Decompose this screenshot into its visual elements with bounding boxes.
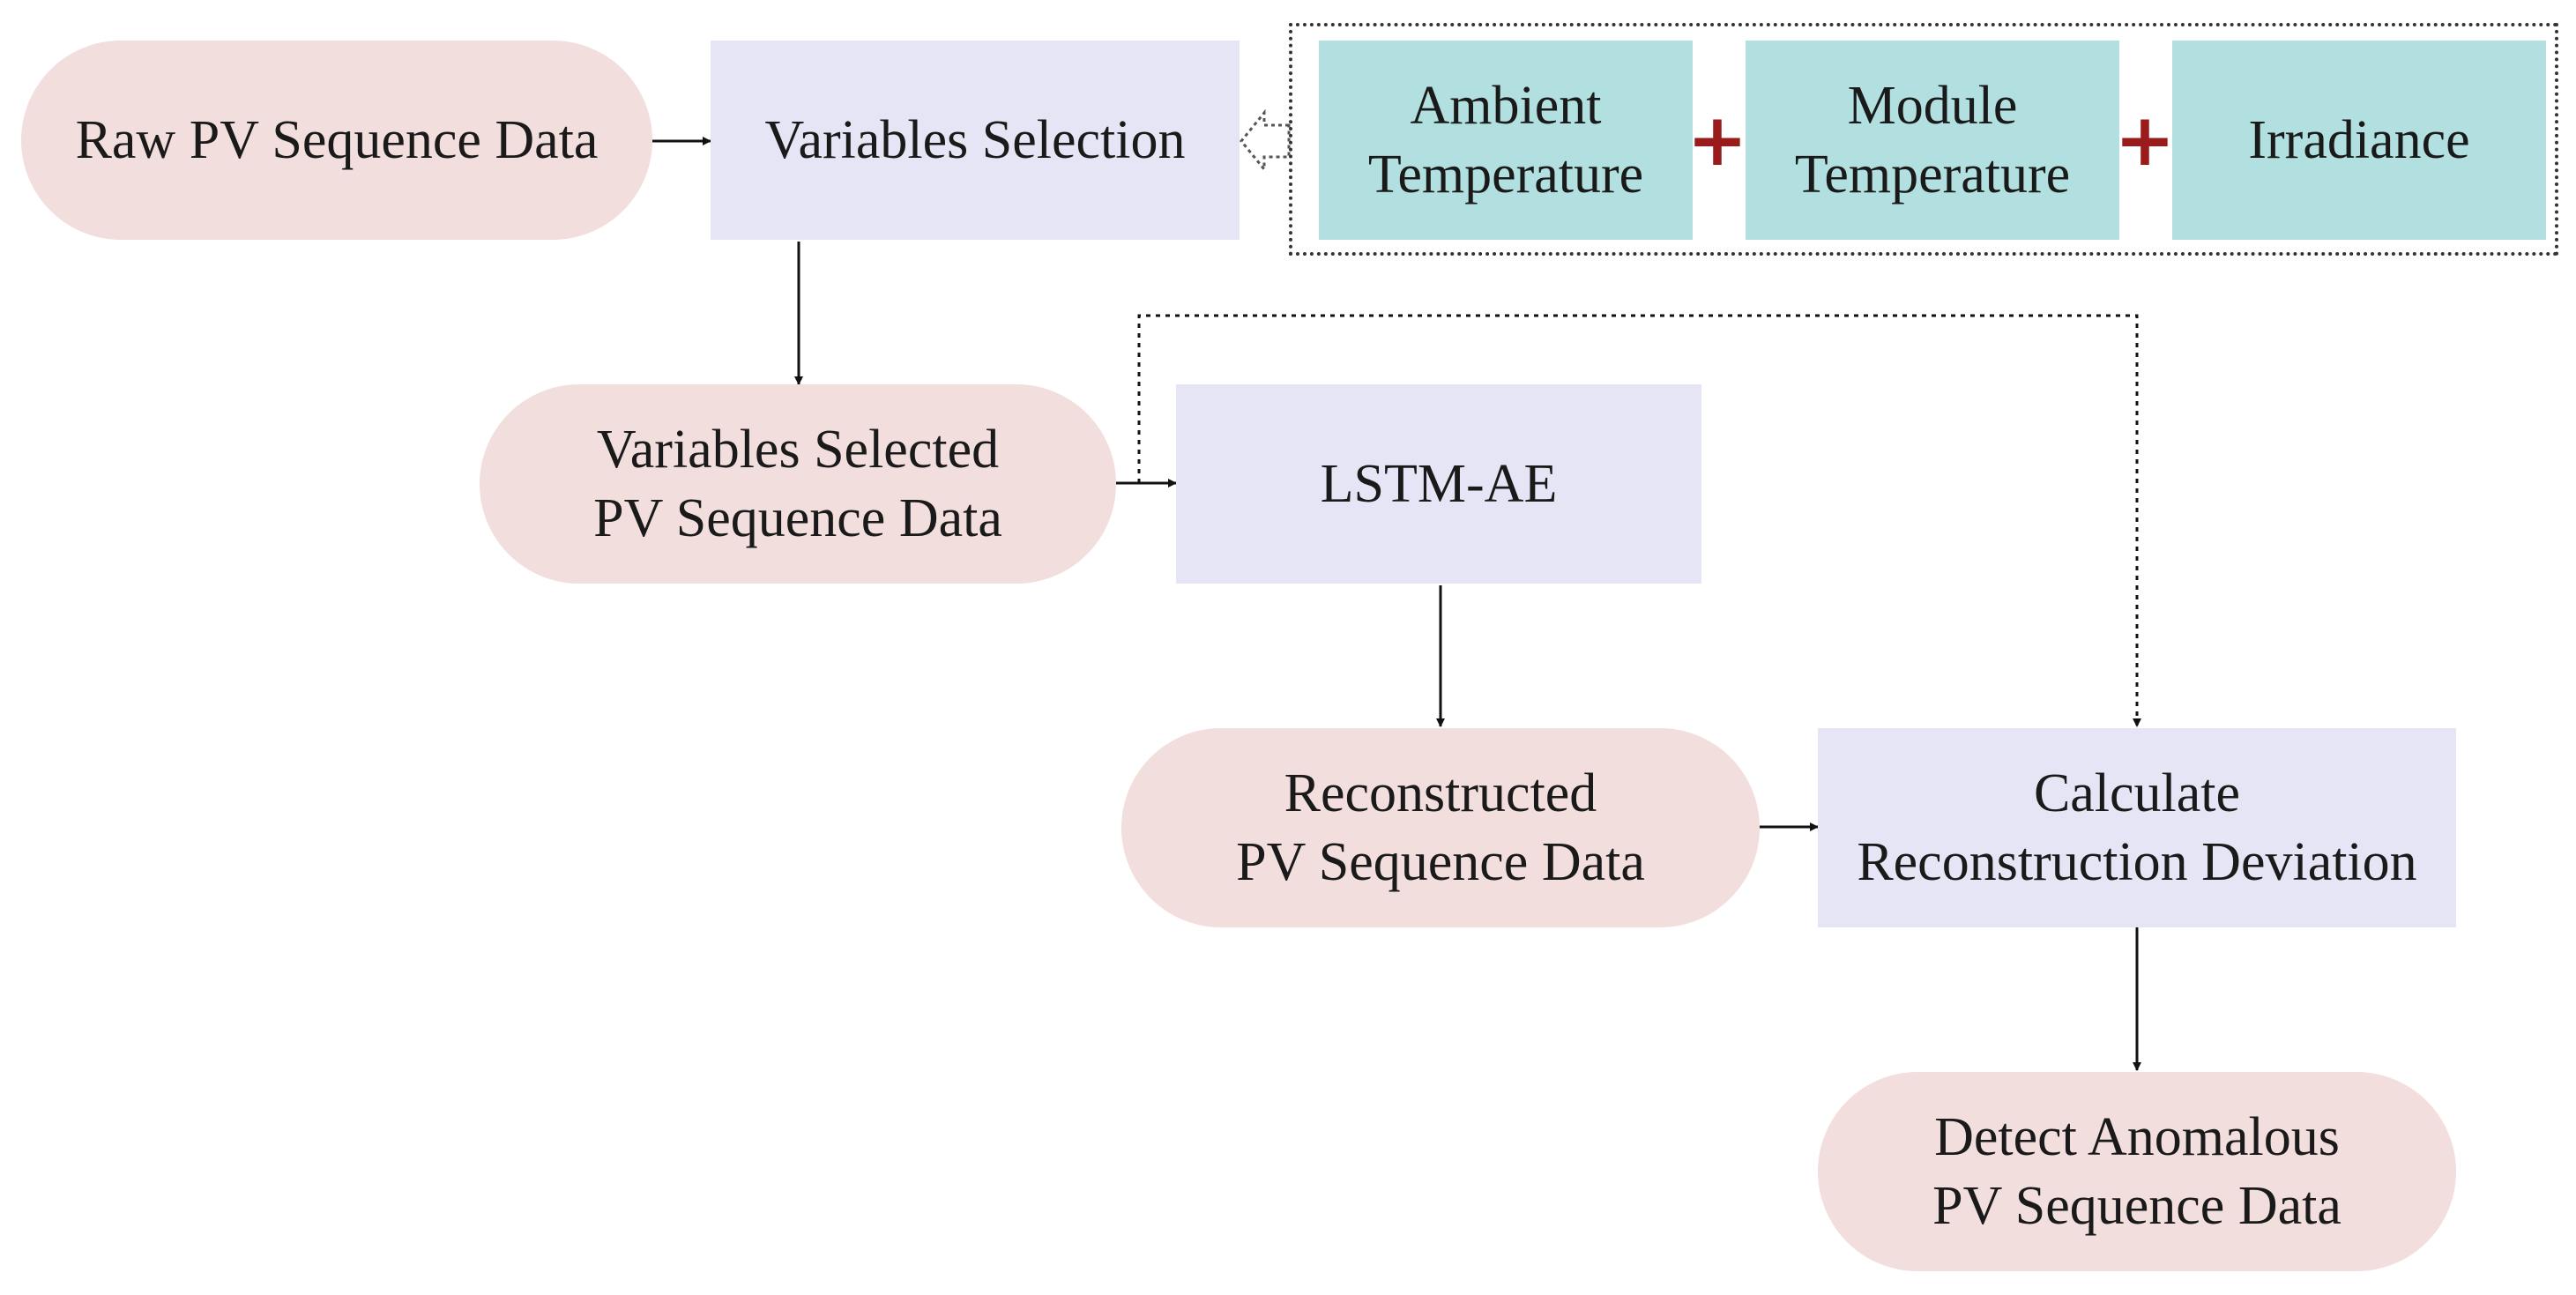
raw-data-node: Raw PV Sequence Data [21,41,652,240]
reconstructed-data-node: Reconstructed PV Sequence Data [1121,728,1760,927]
lstm-ae-node: LSTM-AE [1176,384,1701,584]
variables-selection-node: Variables Selection [711,41,1240,240]
irradiance-node: Irradiance [2172,41,2546,240]
input-variables-group [1289,23,2558,256]
plus-operator: + [1686,98,1748,182]
selected-data-node: Variables Selected PV Sequence Data [480,384,1116,584]
arrow-variables-to-selection [1240,108,1291,174]
module-temperature-node: Module Temperature [1746,41,2119,240]
detect-anomalous-node: Detect Anomalous PV Sequence Data [1818,1072,2456,1271]
plus-operator: + [2114,98,2176,182]
reconstruction-deviation-node: Calculate Reconstruction Deviation [1818,728,2456,927]
ambient-temperature-node: Ambient Temperature [1319,41,1693,240]
arrow-selected-to-deviation [1137,314,2141,727]
